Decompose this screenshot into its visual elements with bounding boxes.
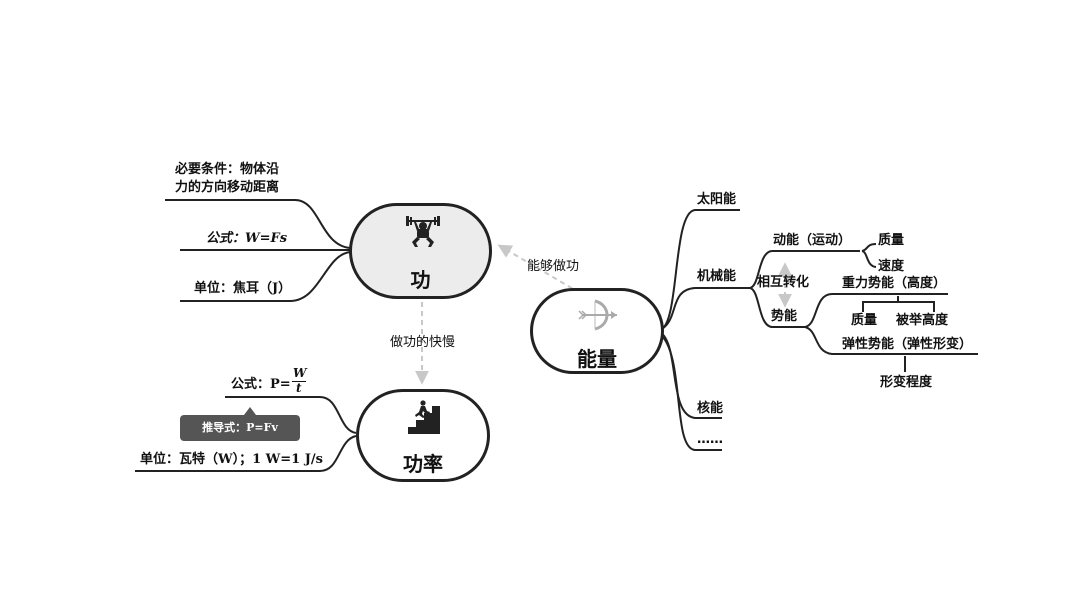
work-unit-branch-line	[180, 251, 351, 302]
power-unit: 单位：瓦特（W）；1 W=1 J/s	[140, 452, 323, 467]
fraction-numerator: W	[293, 366, 307, 380]
gravity-sub-bracket	[862, 301, 935, 312]
work-formula: 公式：W=Fs	[206, 231, 288, 246]
power-formula-prefix: 公式：P=	[231, 377, 291, 392]
energy-node[interactable]: 能量	[530, 288, 664, 374]
fraction-denominator: t	[296, 381, 302, 395]
mechanical-label: 机械能	[697, 269, 737, 284]
elastic-branch-line	[804, 326, 978, 355]
work-node[interactable]: 功	[349, 203, 492, 299]
power-node-title: 功率	[403, 452, 443, 476]
power-formula-branch-line	[225, 396, 357, 434]
power-node[interactable]: 功率	[356, 389, 490, 482]
solar-label: 太阳能	[697, 192, 737, 207]
stairs-runner-icon	[406, 400, 442, 434]
work-unit: 单位：焦耳（J）	[194, 281, 292, 296]
mutual-conversion-label: 相互转化	[757, 275, 810, 290]
weightlifter-icon	[405, 214, 441, 248]
energy-branch-lines	[659, 209, 978, 451]
gravity-label: 重力势能（高度）	[842, 276, 947, 291]
energy-to-work-label: 能够做功	[527, 259, 580, 274]
work-to-power-label: 做功的快慢	[390, 335, 456, 350]
fraction-bar	[292, 381, 306, 382]
work-condition-line1: 必要条件：物体沿	[175, 162, 280, 177]
callout-pointer	[244, 407, 256, 415]
dashed-connectors	[415, 244, 792, 385]
mechanical-branch-line	[659, 287, 750, 331]
kinetic-branch-line	[749, 250, 860, 289]
energy-to-work-arrow	[497, 244, 581, 294]
kinetic-mass-line	[861, 243, 877, 252]
power-unit-branch-line	[135, 435, 357, 472]
gravity-branch-line	[804, 293, 948, 328]
kinetic-mass-label: 质量	[878, 233, 905, 248]
derived-formula-callout: 推导式：P=Fv	[180, 407, 300, 441]
gravity-height-label: 被举高度	[896, 313, 949, 328]
kinetic-speed-line	[861, 250, 877, 268]
gravity-mass-label: 质量	[851, 313, 878, 328]
energy-node-title: 能量	[577, 347, 617, 371]
solar-branch-line	[659, 209, 740, 331]
bow-arrow-icon	[577, 297, 621, 333]
derived-formula-text: 推导式：P=Fv	[202, 421, 278, 434]
power-formula-fraction: W t	[292, 366, 306, 396]
power-branch-lines	[135, 396, 357, 472]
ellipsis-label: ……	[697, 432, 723, 447]
ellipsis-branch-line	[659, 333, 722, 451]
potential-label: 势能	[771, 309, 798, 324]
kinetic-label: 动能（运动）	[773, 233, 852, 248]
deformation-label: 形变程度	[880, 375, 933, 390]
work-condition-line2: 力的方向移动距离	[175, 180, 280, 195]
work-branch-lines	[165, 199, 351, 302]
work-node-title: 功	[410, 268, 431, 292]
nuclear-label: 核能	[697, 401, 724, 416]
elastic-label: 弹性势能（弹性形变）	[842, 337, 973, 352]
condition-branch-line	[165, 199, 351, 249]
kinetic-speed-label: 速度	[878, 259, 905, 274]
potential-branch-line	[749, 287, 805, 328]
